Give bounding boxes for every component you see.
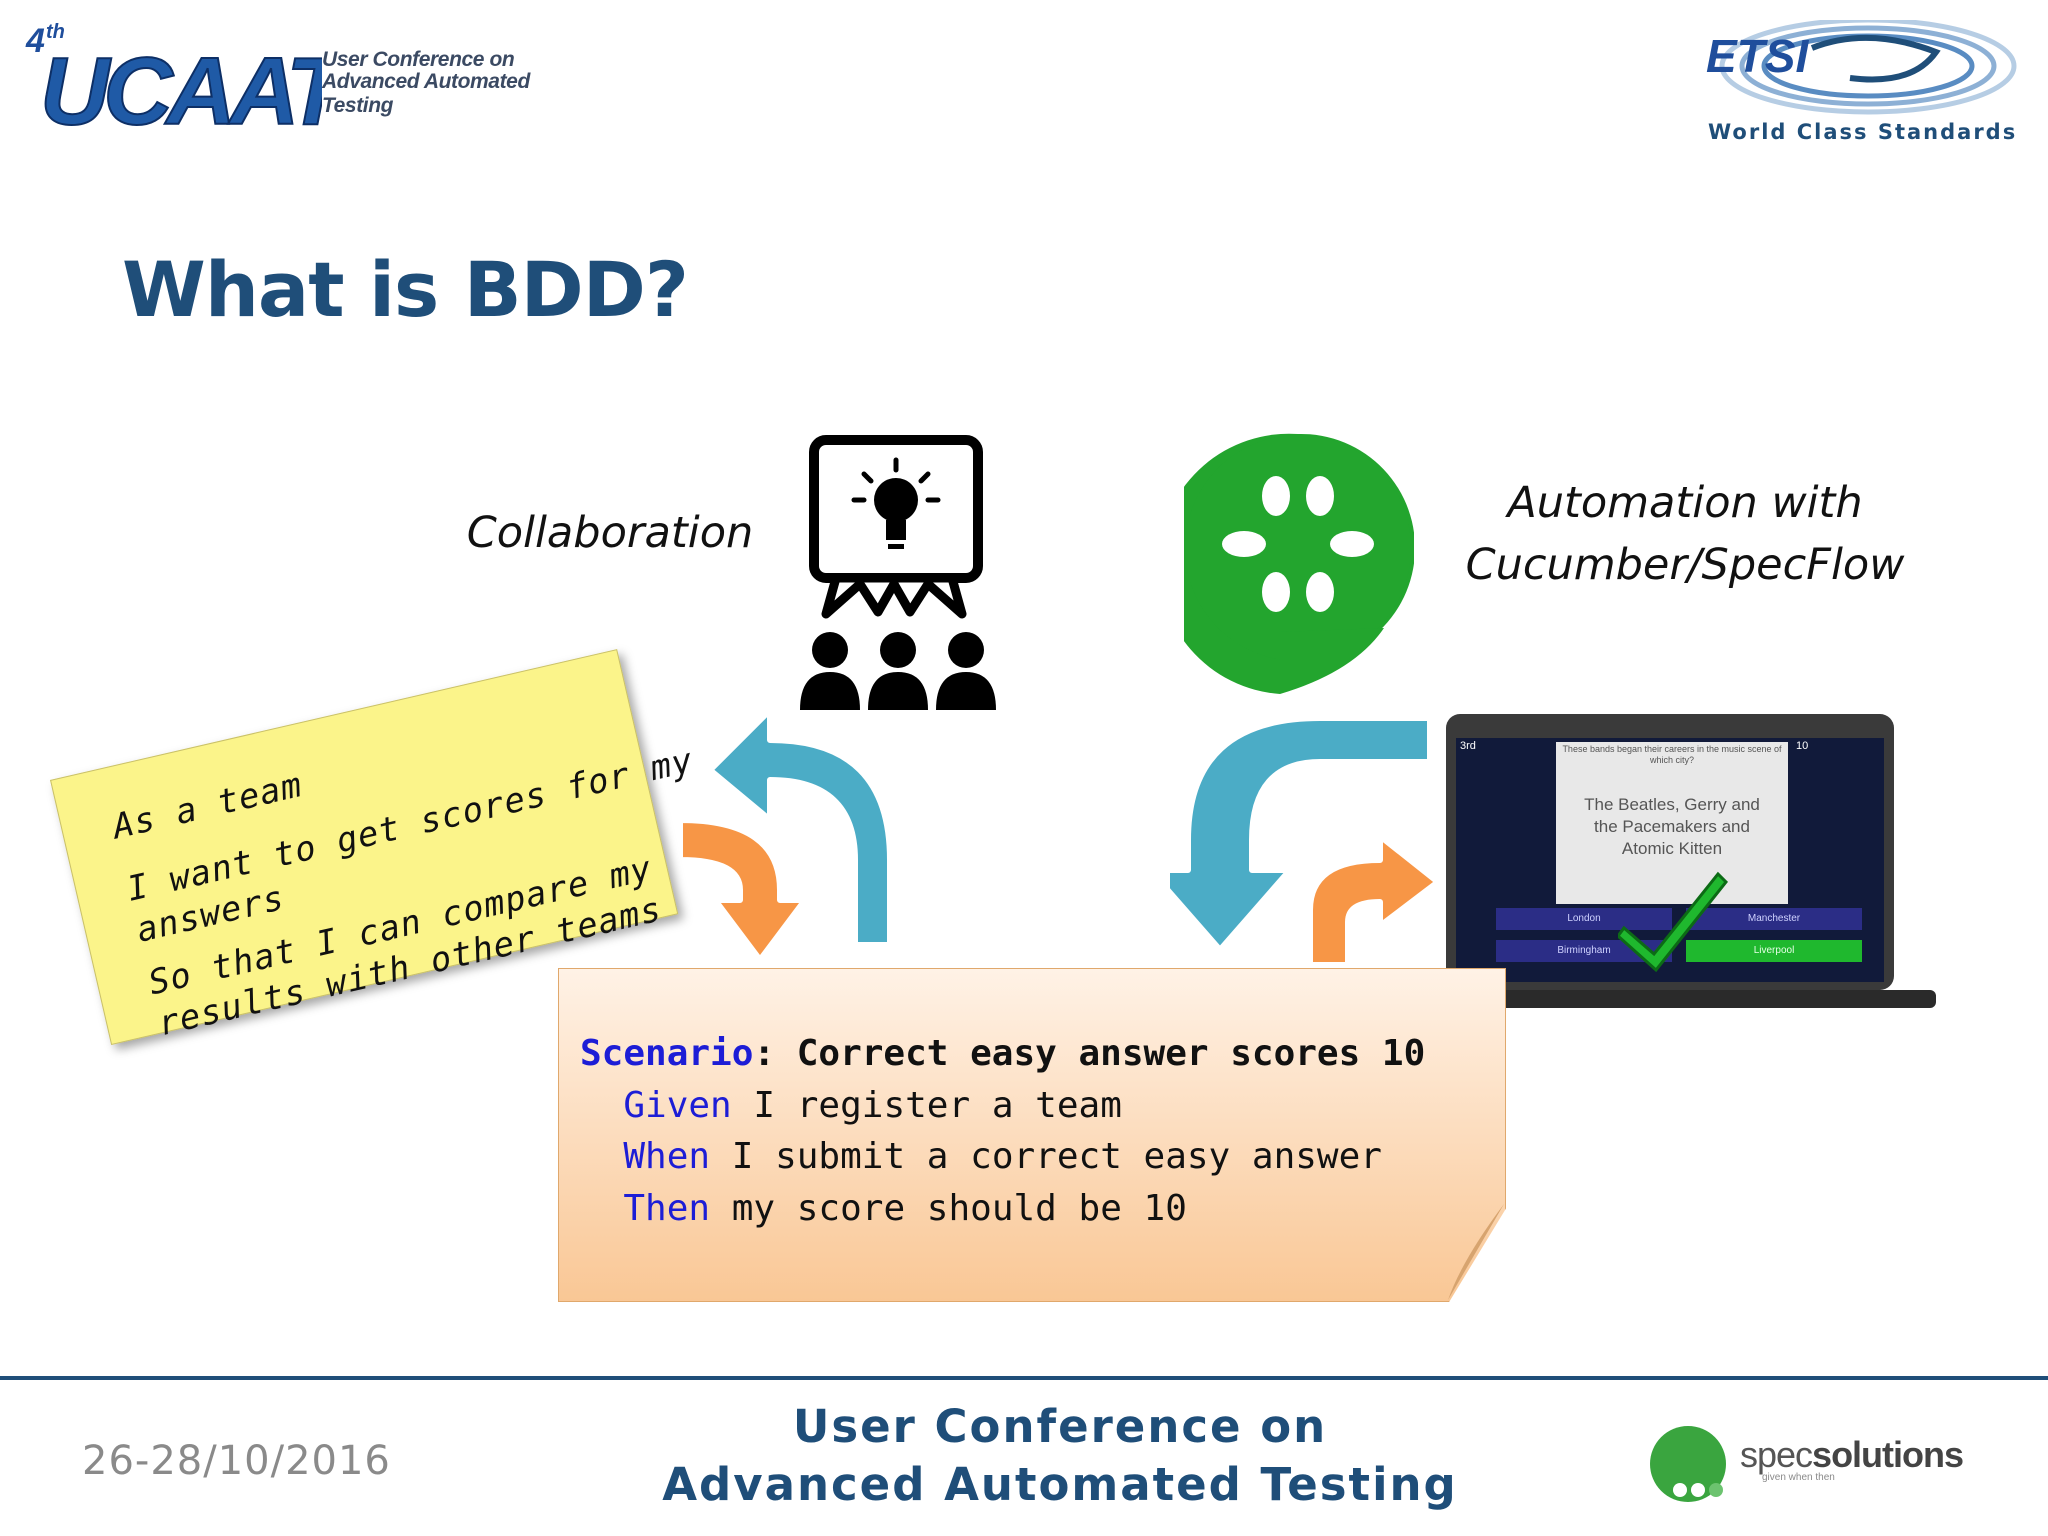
given-line: Given I register a team [580,1080,1425,1132]
then-line: Then my score should be 10 [580,1183,1425,1235]
quiz-option-3: Birmingham [1557,945,1611,956]
specsolutions-emblem [1650,1426,1726,1502]
orange-arrow-down [677,817,808,963]
footer-date: 26-28/10/2016 [82,1438,391,1484]
automation-label: Automation with Cucumber/SpecFlow [1440,472,1930,596]
ucaat-wordmark: UCAAT [40,38,322,138]
footer-conference-line-1: User Conference on [792,1400,1328,1453]
scenario-keyword: Scenario [580,1033,754,1074]
ucaat-tagline-2: Advanced Automated Testing [322,70,530,117]
quiz-option-1: London [1567,913,1601,924]
cucumber-logo-icon [1184,433,1414,694]
specsolutions-logo: specsolutions given when then [1640,1420,1980,1510]
quiz-option-4: Liverpool [1753,945,1795,956]
blue-arrow-down [1170,715,1430,953]
specsolutions-solutions: solutions [1812,1434,1964,1475]
quiz-answer-line-2: the Pacemakers and [1594,817,1750,836]
ucaat-tagline-1: User Conference on [322,48,515,71]
ucaat-wordmark-graphic: 4 th UCAAT [25,21,322,138]
gherkin-scenario: Scenario: Correct easy answer scores 10 … [580,1028,1425,1234]
etsi-emblem-graphic: ETSI [1706,17,2017,115]
then-keyword: Then [623,1187,711,1229]
scenario-line: Scenario: Correct easy answer scores 10 [580,1028,1425,1080]
blue-arrow-left [707,707,893,948]
footer-divider [0,1376,2048,1380]
specsolutions-spec: spec [1740,1434,1813,1475]
slide-title: What is BDD? [122,245,689,334]
given-keyword: Given [623,1084,732,1126]
quiz-answer-line-3: Atomic Kitten [1621,839,1723,858]
quiz-rank: 3rd [1460,740,1476,752]
collaboration-icon [800,435,996,710]
specsolutions-tagline: given when then [1762,1472,1835,1483]
scenario-title: : Correct easy answer scores 10 [753,1033,1426,1074]
laptop-quiz-screen: 3rd 10 These bands began their careers i… [1446,714,1936,1012]
automation-label-line-2: Cucumber/SpecFlow [1465,540,1905,590]
ucaat-edition-suffix: th [46,21,65,43]
collaboration-label: Collaboration [466,508,754,558]
when-line: When I submit a correct easy answer [580,1131,1425,1183]
footer-conference-line-2: Advanced Automated Testing [662,1458,1458,1511]
etsi-logo: ETSI World Class Standards [1700,17,2030,160]
specsolutions-wordmark: specsolutions [1740,1434,1964,1476]
quiz-answer-line-1: The Beatles, Gerry and [1584,795,1760,814]
given-text: I register a team [731,1084,1122,1126]
scenario-page-curl [1448,1204,1504,1300]
ucaat-logo: 4 th UCAAT User Conference on Advanced A… [22,18,582,138]
quiz-option-2: Manchester [1747,913,1801,924]
quiz-question: These bands began their careers in the m… [1562,744,1782,765]
ucaat-edition-number: 4 [25,22,45,60]
then-text: my score should be 10 [710,1187,1187,1229]
when-keyword: When [623,1136,711,1177]
when-text: I submit a correct easy answer [710,1136,1382,1177]
checkmark-icon [1618,871,1728,973]
etsi-wordmark: ETSI [1706,30,1809,82]
orange-arrow-up [1307,833,1441,968]
quiz-answer-text: The Beatles, Gerry and the Pacemakers an… [1562,794,1782,860]
automation-label-line-1: Automation with [1507,478,1863,528]
etsi-tagline: World Class Standards [1708,120,2018,144]
scenario-box [558,968,1506,1302]
quiz-timer: 10 [1796,740,1809,752]
